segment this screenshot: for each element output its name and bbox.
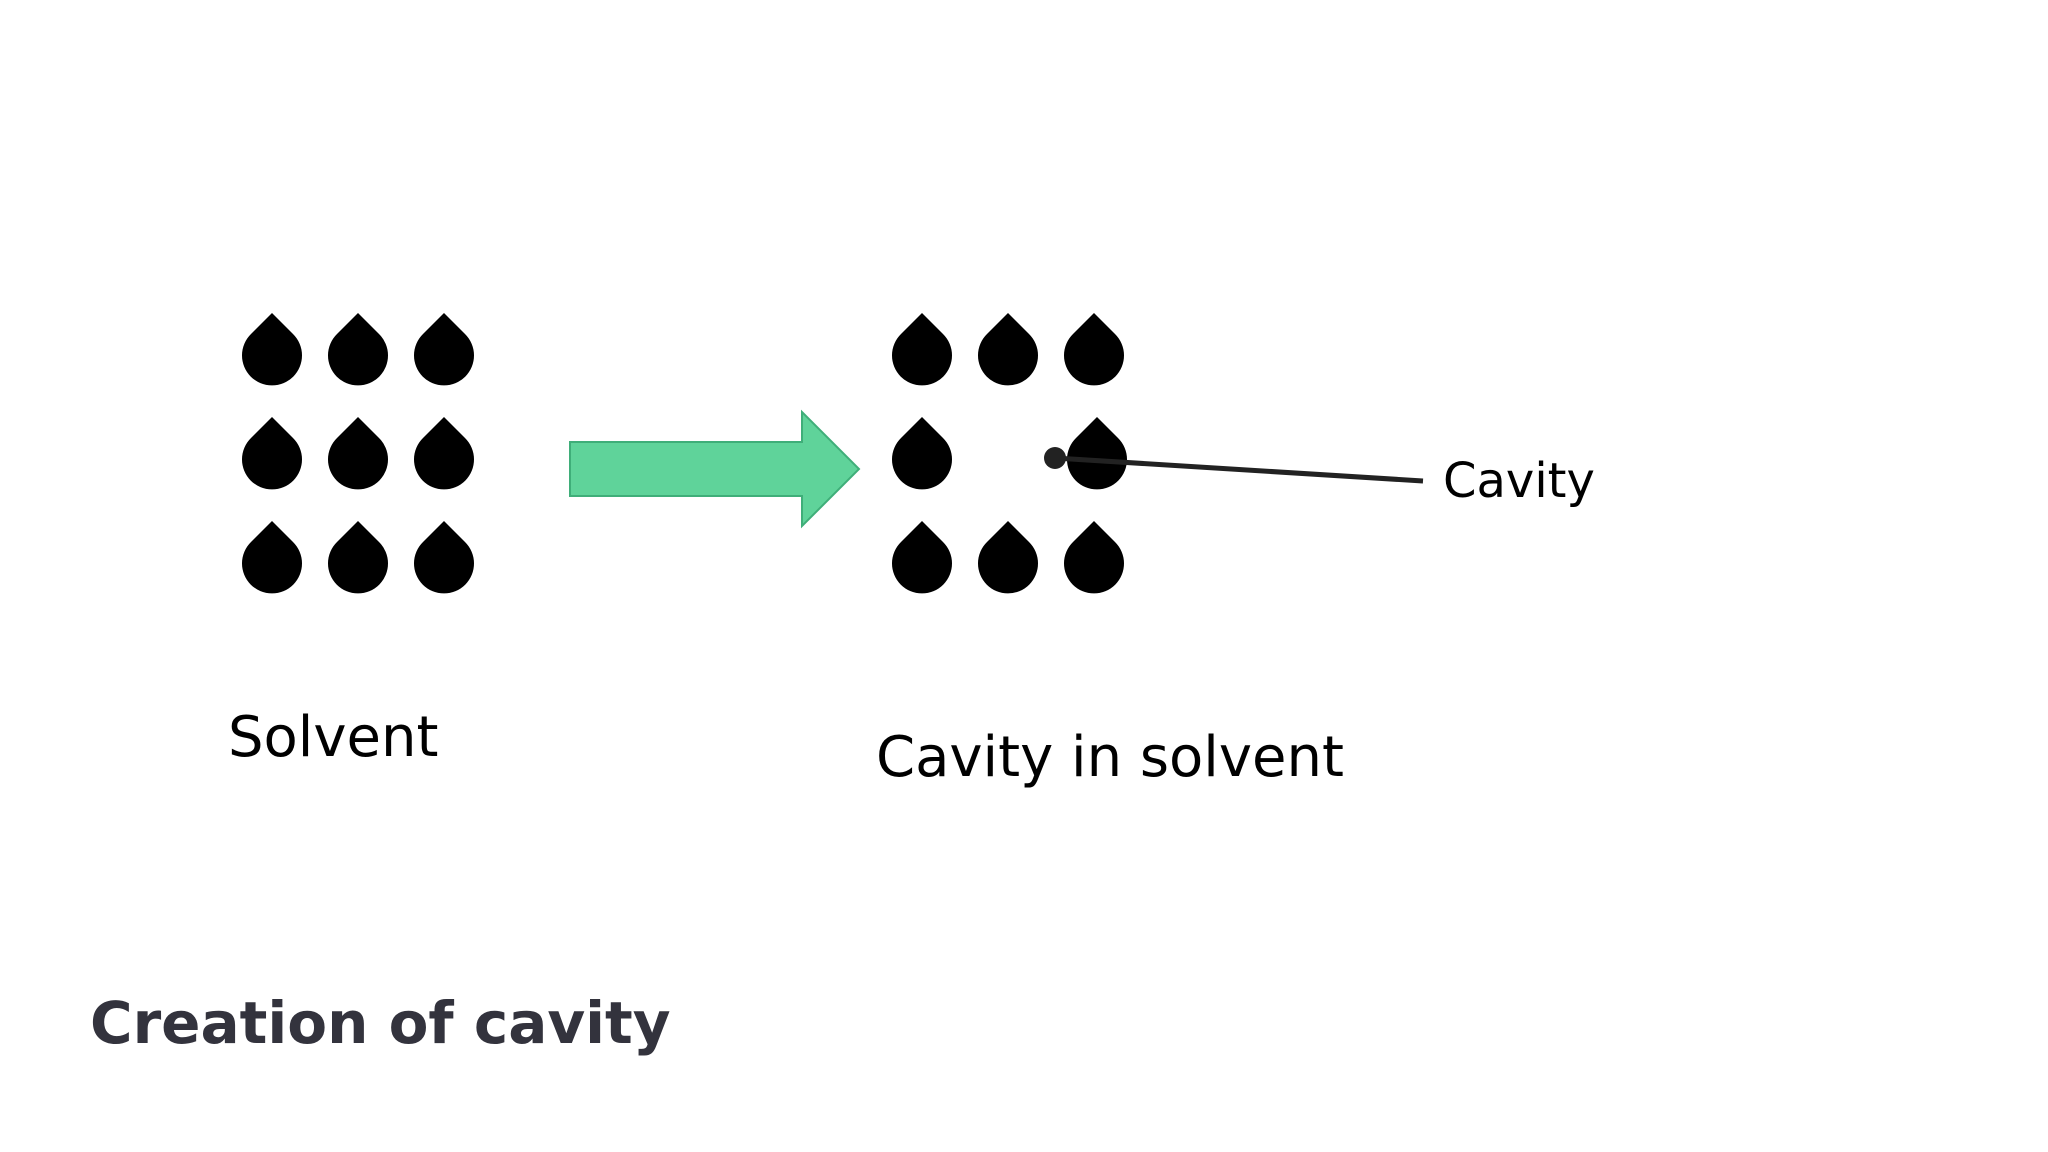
cavity-grid-droplet-icon	[1064, 521, 1124, 594]
cavity-grid-droplet-icon	[1067, 417, 1127, 490]
cavity-grid-droplet-icon	[978, 521, 1038, 594]
cavity-pointer-line	[1054, 455, 1424, 484]
cavity-in-solvent-label: Cavity in solvent	[876, 725, 1344, 790]
solvent-droplet-icon	[414, 521, 474, 594]
cavity-pointer-dot	[1044, 447, 1066, 469]
cavity-grid-droplet-icon	[892, 313, 952, 386]
solvent-droplet-icon	[242, 417, 302, 490]
solvent-droplet-icon	[242, 521, 302, 594]
solvent-droplet-icon	[414, 313, 474, 386]
solvent-molecule-grid	[242, 313, 474, 594]
cavity-grid-droplet-icon	[978, 313, 1038, 386]
cavity-in-solvent-molecule-grid	[892, 313, 1127, 594]
transition-arrow	[569, 409, 861, 529]
cavity-grid-droplet-icon	[892, 417, 952, 490]
solvent-droplet-icon	[328, 521, 388, 594]
slide-caption: Creation of cavity	[90, 989, 671, 1057]
solvent-droplet-icon	[242, 313, 302, 386]
cavity-grid-droplet-icon	[1064, 313, 1124, 386]
solvent-label: Solvent	[228, 705, 438, 770]
cavity-label: Cavity	[1443, 453, 1595, 509]
solvent-droplet-icon	[328, 313, 388, 386]
cavity-grid-droplet-icon	[892, 521, 952, 594]
solvent-droplet-icon	[414, 417, 474, 490]
solvent-droplet-icon	[328, 417, 388, 490]
